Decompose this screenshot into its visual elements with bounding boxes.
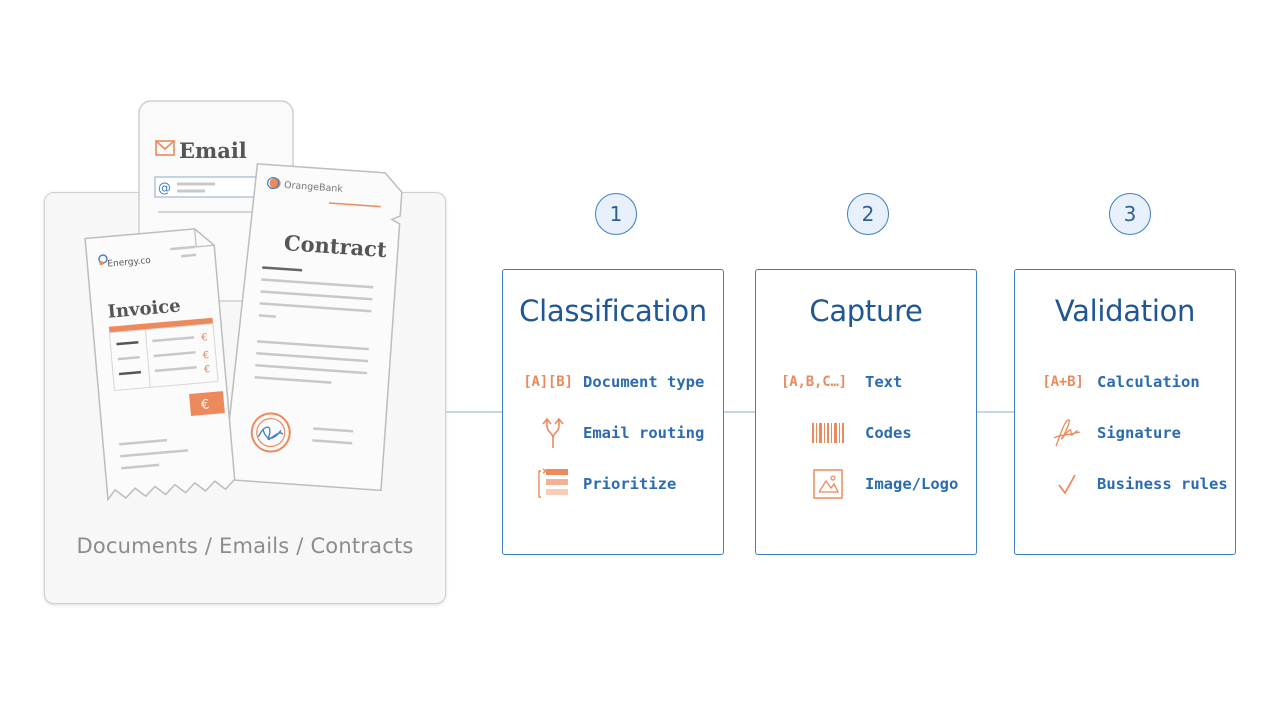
brackets-ab-icon: [A][B] bbox=[523, 374, 573, 390]
source-caption: Documents / Emails / Contracts bbox=[76, 534, 414, 558]
email-routing-label: Email routing bbox=[583, 424, 705, 442]
image-logo-icon bbox=[798, 467, 858, 501]
capture-title: Capture bbox=[809, 294, 923, 328]
step-2-badge: 2 bbox=[847, 193, 889, 235]
prioritize-label: Prioritize bbox=[583, 475, 677, 493]
text-abc-icon: [A,B,C…] bbox=[781, 374, 847, 390]
envelope-icon bbox=[155, 140, 175, 156]
connector-line-1-to-2 bbox=[724, 411, 756, 413]
barcode-icon bbox=[798, 416, 858, 450]
connector-line-2-to-3 bbox=[977, 411, 1015, 413]
signature-icon bbox=[1037, 416, 1097, 450]
invoice-document: Energy.co Invoice € € € € bbox=[84, 228, 236, 502]
routing-arrows-icon bbox=[523, 416, 583, 450]
euro-symbol-3: € bbox=[204, 364, 211, 376]
euro-total-badge: € bbox=[200, 397, 210, 413]
capture-card: Capture [A,B,C…] Text Codes Image/Logo bbox=[755, 269, 977, 555]
signature-label: Signature bbox=[1097, 424, 1181, 442]
euro-symbol-1: € bbox=[201, 332, 208, 344]
business-rules-label: Business rules bbox=[1097, 475, 1228, 493]
checkmark-icon bbox=[1037, 467, 1097, 501]
step-1-badge: 1 bbox=[595, 193, 637, 235]
calculation-label: Calculation bbox=[1097, 373, 1200, 391]
image-logo-label: Image/Logo bbox=[865, 475, 959, 493]
invoice-brand-logo: Energy.co bbox=[107, 256, 152, 270]
at-sign-icon: @ bbox=[158, 181, 171, 196]
euro-symbol-2: € bbox=[202, 350, 209, 362]
priority-list-icon bbox=[523, 467, 583, 501]
contract-stamp-icon bbox=[250, 412, 291, 453]
step-3-badge: 3 bbox=[1109, 193, 1151, 235]
document-type-label: Document type bbox=[583, 373, 705, 391]
classification-title: Classification bbox=[519, 294, 707, 328]
validation-title: Validation bbox=[1054, 294, 1196, 328]
codes-label: Codes bbox=[865, 424, 912, 442]
contract-brand-logo: OrangeBank bbox=[284, 180, 344, 195]
documents-illustration: Email @ OrangeBank Contract bbox=[84, 100, 403, 502]
email-doc-title: Email bbox=[179, 138, 247, 163]
classification-card: Classification [A][B] Document type Emai… bbox=[502, 269, 724, 555]
contract-document: OrangeBank Contract bbox=[222, 163, 403, 492]
connector-line-source-to-1 bbox=[446, 411, 502, 413]
validation-card: Validation [A+B] Calculation Signature B… bbox=[1014, 269, 1236, 555]
calculation-icon: [A+B] bbox=[1042, 374, 1084, 390]
text-label: Text bbox=[865, 373, 903, 391]
